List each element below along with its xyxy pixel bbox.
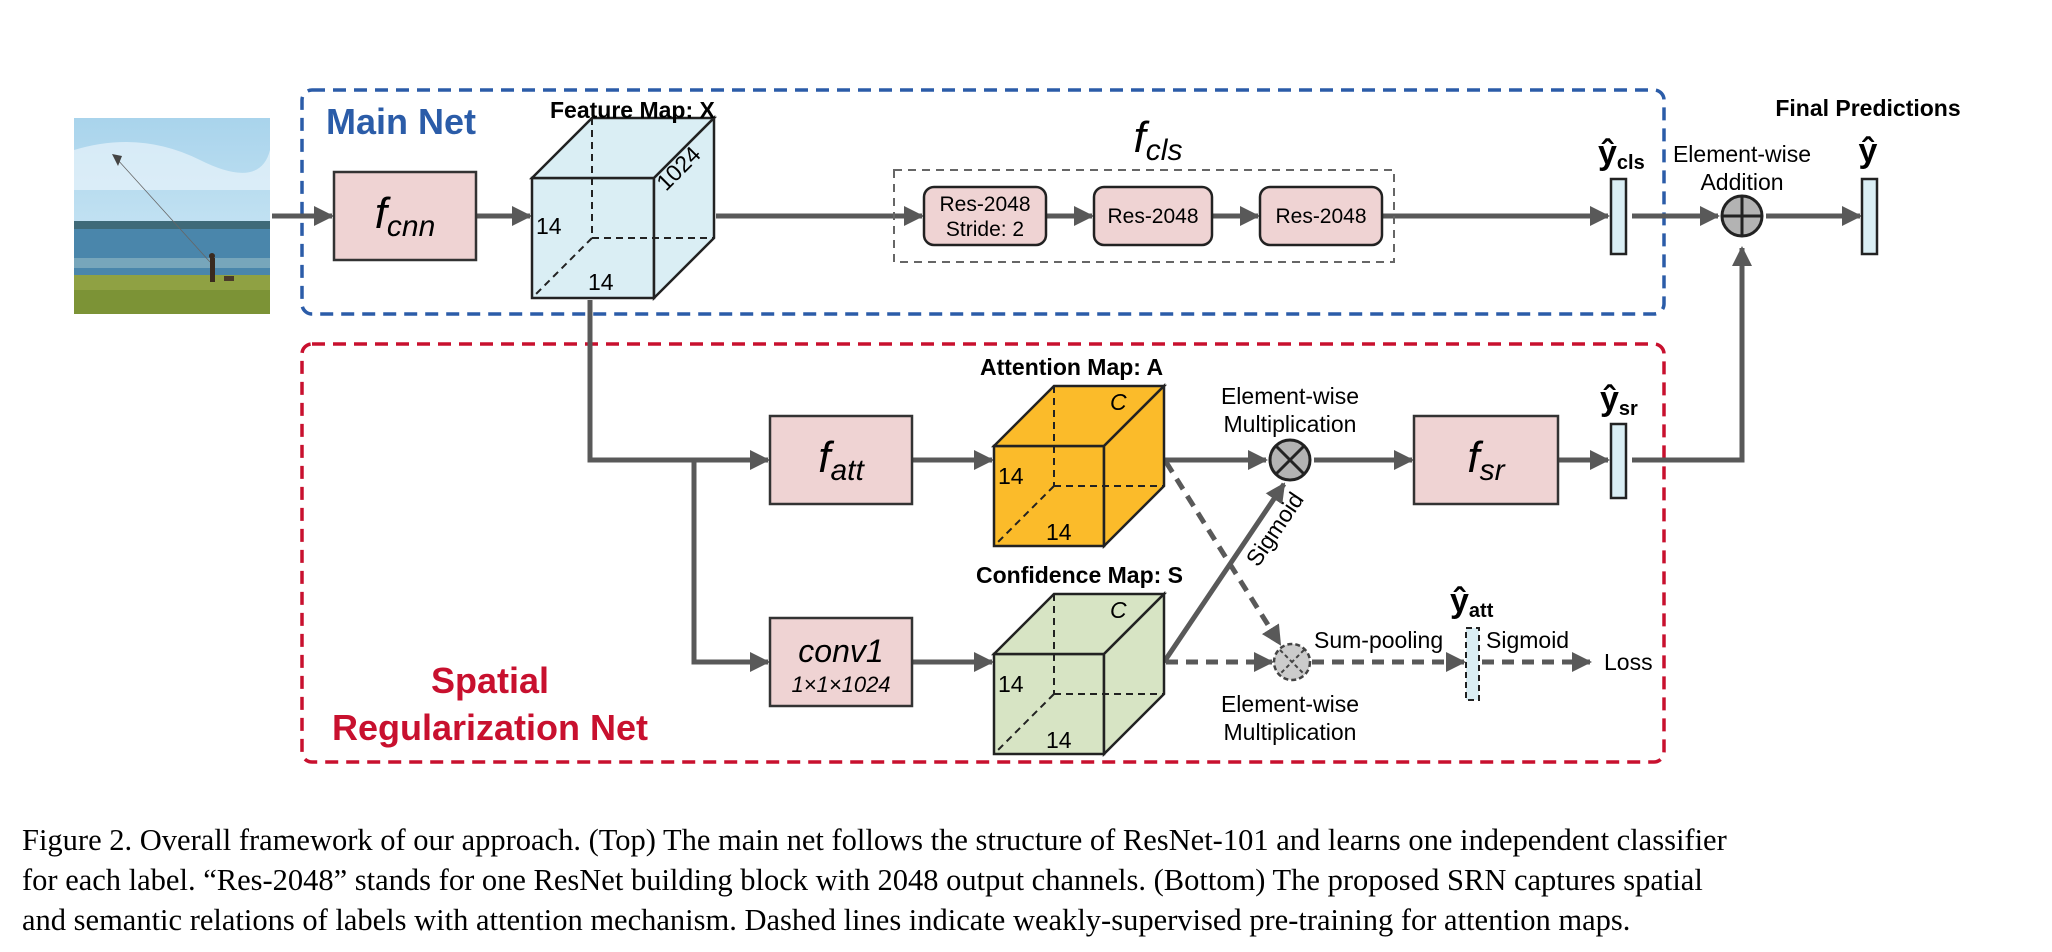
fsr-box bbox=[1412, 414, 1560, 506]
attention-map-cube bbox=[990, 382, 1168, 550]
ysr-label: ŷsr bbox=[1600, 380, 1638, 420]
srn-label-line2: Regularization Net bbox=[332, 707, 648, 748]
conv1-box bbox=[768, 616, 914, 708]
ysr-vector bbox=[1609, 422, 1628, 500]
fcnn-box bbox=[332, 170, 478, 262]
res-block-3-label: Res-2048 bbox=[1275, 205, 1366, 228]
loss-label: Loss bbox=[1604, 649, 1653, 675]
main-net-label: Main Net bbox=[326, 101, 476, 142]
arrow-ysr-to-add bbox=[1632, 246, 1752, 463]
arrow-feature-to-fatt bbox=[587, 300, 770, 470]
res-block-2-label: Res-2048 bbox=[1107, 205, 1198, 228]
feature-dim-width: 14 bbox=[588, 269, 614, 295]
ycls-vector bbox=[1609, 177, 1628, 256]
confidence-dim-width: 14 bbox=[1046, 727, 1072, 753]
y-final-vector bbox=[1860, 177, 1879, 256]
conv1-kernel-label: 1×1×1024 bbox=[791, 672, 890, 697]
final-predictions-title: Final Predictions bbox=[1775, 95, 1960, 121]
element-wise-addition-node bbox=[1720, 194, 1764, 238]
srn-framework-diagram: Main Net Spatial Regularization Net fcnn… bbox=[74, 88, 1961, 764]
feature-map-cube bbox=[528, 114, 718, 302]
mult-top-label-line2: Multiplication bbox=[1224, 411, 1357, 437]
addition-label-line2: Addition bbox=[1700, 169, 1783, 195]
mult-bottom-label-line1: Element-wise bbox=[1221, 691, 1359, 717]
input-image bbox=[74, 118, 270, 314]
mult-bottom-label-line2: Multiplication bbox=[1224, 719, 1357, 745]
res-block-1-line1: Res-2048 bbox=[939, 193, 1030, 216]
confidence-map-title: Confidence Map: S bbox=[976, 562, 1183, 588]
srn-label-line1: Spatial bbox=[431, 660, 549, 701]
confidence-dim-height: 14 bbox=[998, 671, 1024, 697]
feature-dim-height: 14 bbox=[536, 213, 562, 239]
y-final-label: ŷ bbox=[1859, 132, 1878, 170]
fatt-box bbox=[768, 414, 914, 506]
attention-dim-height: 14 bbox=[998, 463, 1024, 489]
main-net-region bbox=[300, 88, 1666, 316]
sigmoid-bottom-label: Sigmoid bbox=[1486, 627, 1569, 653]
res-block-2 bbox=[1092, 185, 1214, 247]
fatt-label: fatt bbox=[818, 433, 865, 487]
addition-label-line1: Element-wise bbox=[1673, 141, 1811, 167]
arrow-confidence-to-mult-sigmoid bbox=[1161, 482, 1287, 664]
confidence-map-cube bbox=[990, 590, 1168, 758]
attention-dim-depth: C bbox=[1110, 389, 1127, 415]
arrow-split-to-conv1 bbox=[691, 460, 770, 672]
confidence-dim-depth: C bbox=[1110, 597, 1127, 623]
res-block-1-line2: Stride: 2 bbox=[946, 218, 1024, 241]
ycls-label: ŷcls bbox=[1598, 134, 1645, 174]
attention-map-title: Attention Map: A bbox=[980, 354, 1163, 380]
element-wise-multiplication-node bbox=[1268, 438, 1312, 482]
fcls-label: fcls bbox=[1134, 113, 1183, 167]
res-block-3 bbox=[1258, 185, 1384, 247]
srn-region bbox=[300, 342, 1666, 764]
caption-line-1: Figure 2. Overall framework of our appro… bbox=[22, 823, 1727, 857]
yatt-label: ŷatt bbox=[1450, 582, 1494, 622]
attention-dim-width: 14 bbox=[1046, 519, 1072, 545]
mult-top-label-line1: Element-wise bbox=[1221, 383, 1359, 409]
fcls-group-box bbox=[893, 169, 1395, 263]
caption-line-2: for each label. “Res-2048” stands for on… bbox=[22, 863, 1703, 897]
res-block-1 bbox=[922, 185, 1048, 247]
yatt-vector bbox=[1465, 627, 1480, 701]
figure-caption: Figure 2. Overall framework of our appro… bbox=[22, 820, 2032, 940]
dashed-attention-to-pool bbox=[1163, 460, 1283, 646]
caption-line-3: and semantic relations of labels with at… bbox=[22, 903, 1631, 937]
conv1-label: conv1 bbox=[798, 633, 883, 669]
sum-pooling-multiplication-node bbox=[1272, 642, 1312, 682]
sum-pooling-label: Sum-pooling bbox=[1314, 627, 1443, 653]
feature-map-title: Feature Map: X bbox=[550, 97, 716, 123]
